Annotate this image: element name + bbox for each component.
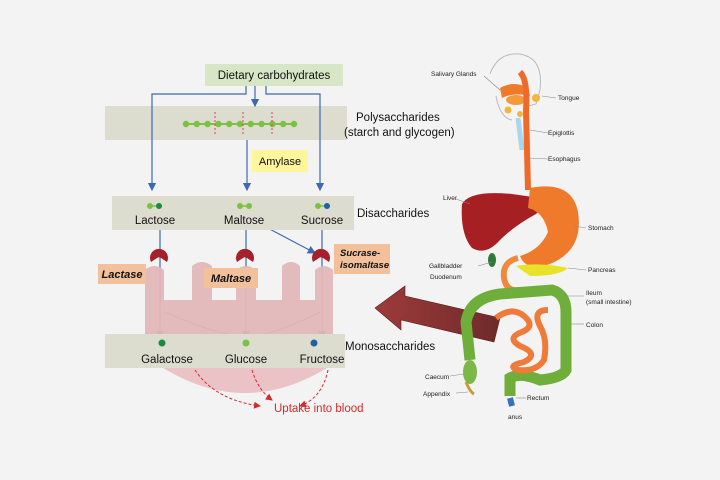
duodenum-label: Duodenum [430, 274, 462, 281]
ileum-label: Ileum [586, 290, 602, 297]
uptake-label: Uptake into blood [274, 403, 364, 415]
glucose-unit [258, 120, 265, 128]
glucose-unit [193, 120, 200, 128]
maltase-enzyme [235, 248, 255, 262]
maltase-box [204, 268, 258, 288]
pancreas-label: Pancreas [588, 267, 616, 274]
blood-region [160, 366, 330, 393]
amylase-label: Amylase [259, 156, 301, 168]
glucose-unit [280, 120, 287, 128]
rectum-label: Rectum [527, 395, 549, 402]
anatomy-pointers [449, 75, 587, 399]
caecum-label: Caecum [425, 374, 449, 381]
intestinal-villi [145, 262, 333, 336]
sucrase-enzyme [312, 248, 331, 262]
dietary-label: Dietary carbohydrates [218, 70, 331, 82]
glucose-dot [242, 339, 250, 347]
anus-label: anus [508, 414, 523, 421]
sucrase-box [334, 244, 390, 274]
lactase-box [98, 264, 146, 284]
polysaccharides-label: Polysaccharides [356, 112, 440, 124]
sucrase-label-2: isomaltase [340, 260, 390, 271]
disaccharides-label: Disaccharides [357, 208, 429, 220]
glucose-unit [226, 120, 233, 128]
monosaccharides-band [105, 334, 345, 368]
liver-organ [461, 193, 543, 251]
glucose-unit [215, 120, 222, 128]
stomach-label: Stomach [588, 225, 614, 232]
lactase-label: Lactase [102, 269, 143, 281]
maltose-molecule [237, 203, 252, 209]
gallbladder-label: Gallbladder [429, 263, 463, 270]
amylase-box [252, 150, 308, 172]
galactose-dot [158, 339, 166, 347]
sucrose-label: Sucrose [301, 215, 343, 227]
lactase-enzyme [150, 248, 169, 262]
galactose-label: Galactose [141, 354, 193, 366]
sucrose-molecule [315, 203, 330, 209]
starch-chain [182, 112, 298, 136]
epiglottis-label: Epiglottis [548, 130, 575, 137]
ileum-sublabel: (small intestine) [586, 299, 632, 306]
glucose-label: Glucose [225, 354, 267, 366]
disaccharides-band [112, 196, 354, 230]
maltase-label: Maltase [211, 273, 251, 285]
glucose-unit [290, 120, 298, 128]
maltose-label: Maltose [224, 215, 264, 227]
esophagus-label: Esophagus [548, 156, 581, 163]
dietary-box [205, 64, 343, 86]
liver-label: Liver [443, 195, 458, 202]
sucrase-label-1: Sucrase- [340, 248, 380, 259]
fructose-label: Fructose [300, 354, 345, 366]
glucose-unit [236, 120, 244, 128]
glucose-unit [182, 120, 190, 128]
salivary-label: Salivary Glands [431, 71, 477, 78]
tongue-label: Tongue [558, 95, 580, 102]
digestive-system [460, 53, 579, 407]
uptake-arrows [194, 369, 329, 409]
glucose-unit [247, 120, 254, 128]
appendix-label: Appendix [423, 391, 451, 398]
colon-label: Colon [586, 322, 603, 329]
lactose-label: Lactose [135, 215, 175, 227]
fructose-dot [310, 339, 318, 347]
polysaccharides-sublabel: (starch and glycogen) [344, 127, 455, 139]
monosaccharides-label: Monosaccharides [345, 341, 435, 353]
lactose-molecule [147, 203, 162, 209]
glucose-unit [204, 120, 211, 128]
